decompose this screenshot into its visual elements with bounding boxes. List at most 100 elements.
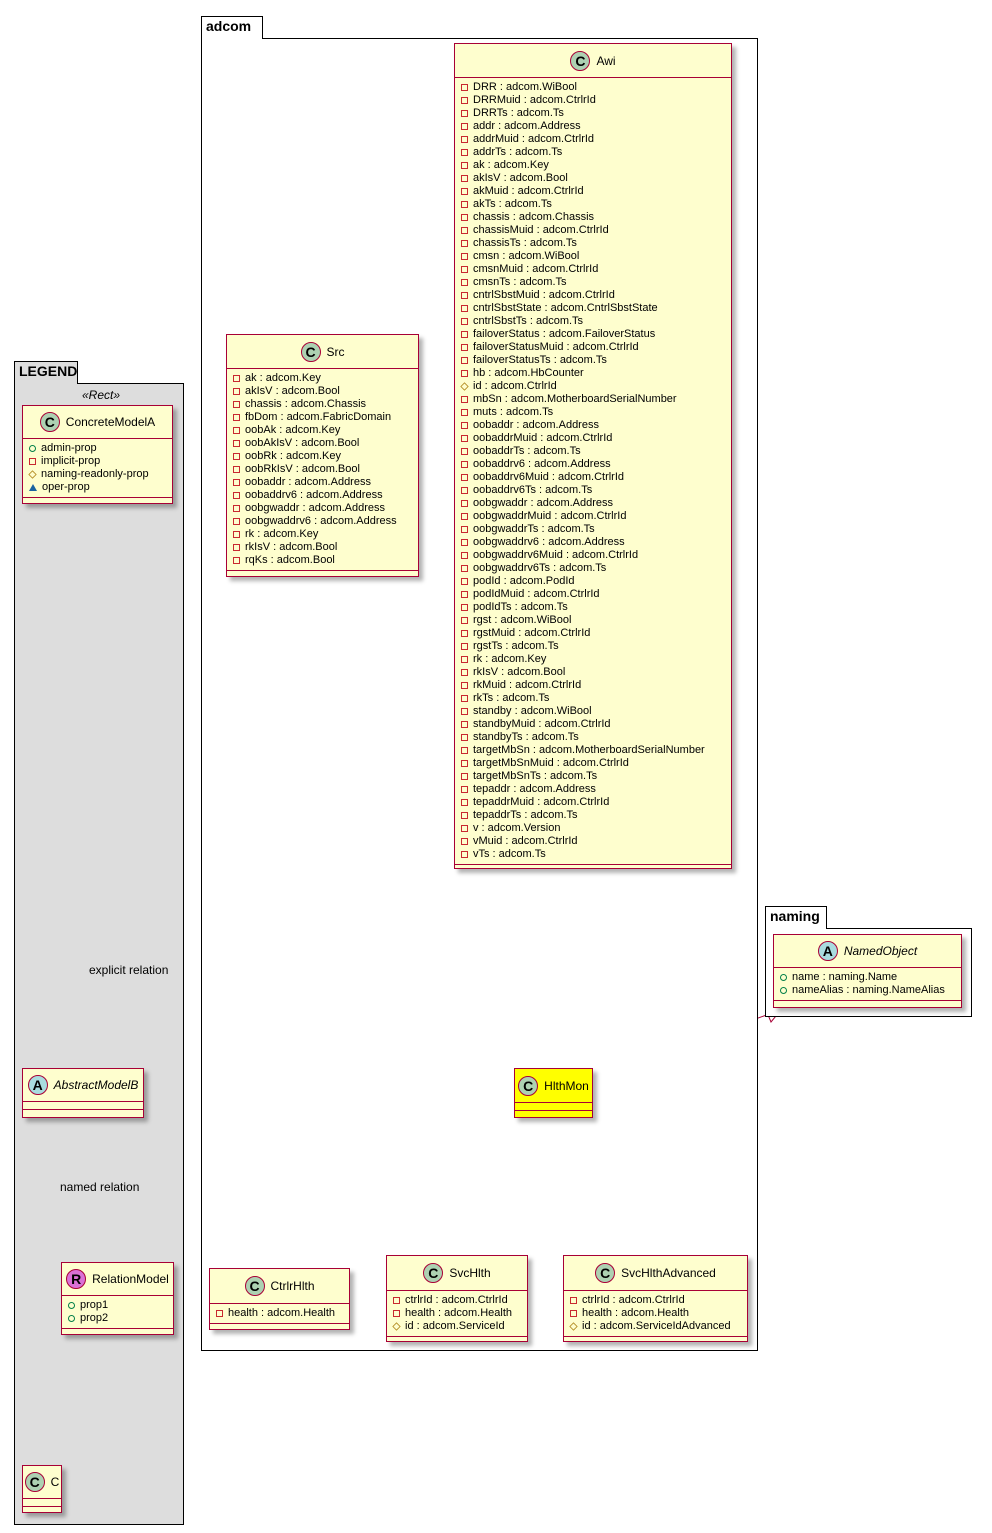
attribute-row: standbyMuid : adcom.CtrlrId: [461, 718, 727, 731]
private-visibility-icon: [461, 734, 468, 741]
private-visibility-icon: [233, 414, 240, 421]
attribute-text: tepaddrTs : adcom.Ts: [473, 809, 578, 821]
attribute-row: oobAkIsV : adcom.Bool: [233, 437, 414, 450]
attribute-row: v : adcom.Version: [461, 822, 727, 835]
attribute-row: oobgwaddrv6 : adcom.Address: [461, 536, 727, 549]
attribute-row: rk : adcom.Key: [461, 653, 727, 666]
attribute-row: podIdMuid : adcom.CtrlrId: [461, 588, 727, 601]
protected-visibility-icon: [28, 470, 37, 479]
attribute-text: rk : adcom.Key: [245, 528, 319, 540]
attribute-text: v : adcom.Version: [473, 822, 561, 834]
attribute-row: akTs : adcom.Ts: [461, 198, 727, 211]
class-kind-C-icon: C: [570, 50, 591, 71]
private-visibility-icon: [461, 461, 468, 468]
attribute-text: ak : adcom.Key: [245, 372, 321, 384]
attribute-list: [515, 1103, 592, 1111]
class-name: C: [50, 1475, 60, 1489]
attribute-row: failoverStatus : adcom.FailoverStatus: [461, 328, 727, 341]
private-visibility-icon: [233, 492, 240, 499]
attribute-text: id : adcom.ServiceId: [405, 1320, 505, 1332]
attribute-text: vMuid : adcom.CtrlrId: [473, 835, 578, 847]
class-kind-C-icon: C: [244, 1276, 265, 1296]
attribute-text: DRRMuid : adcom.CtrlrId: [473, 94, 596, 106]
attribute-text: vTs : adcom.Ts: [473, 848, 546, 860]
private-visibility-icon: [570, 1310, 577, 1317]
attribute-row: oobaddrv6Muid : adcom.CtrlrId: [461, 471, 727, 484]
attribute-text: cmsnTs : adcom.Ts: [473, 276, 567, 288]
class-kind-C-icon: C: [423, 1263, 444, 1283]
attribute-row: oobgwaddrTs : adcom.Ts: [461, 523, 727, 536]
attribute-row: cntrlSbstTs : adcom.Ts: [461, 315, 727, 328]
class-name: SvcHlthAdvanced: [621, 1266, 716, 1280]
package-tab: adcom: [201, 16, 263, 39]
attribute-text: fbDom : adcom.FabricDomain: [245, 411, 392, 423]
attribute-row: vTs : adcom.Ts: [461, 848, 727, 861]
attribute-row: podId : adcom.PodId: [461, 575, 727, 588]
private-visibility-icon: [461, 799, 468, 806]
private-visibility-icon: [461, 591, 468, 598]
attribute-text: health : adcom.Health: [228, 1307, 336, 1319]
private-visibility-icon: [461, 201, 468, 208]
class-kind-C-icon: C: [595, 1263, 616, 1283]
attribute-row: rkIsV : adcom.Bool: [461, 666, 727, 679]
package-visibility-icon: [29, 484, 37, 491]
private-visibility-icon: [233, 375, 240, 382]
attribute-text: oper-prop: [42, 481, 90, 493]
private-visibility-icon: [461, 149, 468, 156]
attribute-row: oobaddrMuid : adcom.CtrlrId: [461, 432, 727, 445]
private-visibility-icon: [233, 518, 240, 525]
attribute-row: standbyTs : adcom.Ts: [461, 731, 727, 744]
attribute-row: oobgwaddr : adcom.Address: [233, 502, 414, 515]
private-visibility-icon: [461, 448, 468, 455]
attribute-text: cntrlSbstMuid : adcom.CtrlrId: [473, 289, 615, 301]
attribute-text: oobaddrv6 : adcom.Address: [245, 489, 383, 501]
attribute-text: oobgwaddrv6Muid : adcom.CtrlrId: [473, 549, 639, 561]
private-visibility-icon: [461, 786, 468, 793]
class-name: Src: [326, 344, 345, 359]
attribute-row: ak : adcom.Key: [461, 159, 727, 172]
private-visibility-icon: [461, 292, 468, 299]
attribute-text: chassisMuid : adcom.CtrlrId: [473, 224, 609, 236]
attribute-row: prop1: [68, 1299, 169, 1312]
attribute-row: vMuid : adcom.CtrlrId: [461, 835, 727, 848]
attribute-text: prop2: [80, 1312, 109, 1324]
attribute-row: rkTs : adcom.Ts: [461, 692, 727, 705]
attribute-text: oobgwaddr : adcom.Address: [473, 497, 614, 509]
attribute-row: tepaddr : adcom.Address: [461, 783, 727, 796]
attribute-row: targetMbSnMuid : adcom.CtrlrId: [461, 757, 727, 770]
private-visibility-icon: [233, 388, 240, 395]
attribute-text: chassis : adcom.Chassis: [473, 211, 595, 223]
attribute-text: oobaddr : adcom.Address: [473, 419, 599, 431]
class-name: RelationModel: [92, 1272, 169, 1286]
attribute-row: muts : adcom.Ts: [461, 406, 727, 419]
private-visibility-icon: [461, 578, 468, 585]
public-visibility-icon: [780, 987, 787, 994]
attribute-row: standby : adcom.WiBool: [461, 705, 727, 718]
attribute-row: oobgwaddrMuid : adcom.CtrlrId: [461, 510, 727, 523]
attribute-text: oobAk : adcom.Key: [245, 424, 341, 436]
attribute-row: DRR : adcom.WiBool: [461, 81, 727, 94]
private-visibility-icon: [570, 1297, 577, 1304]
attribute-text: oobgwaddrTs : adcom.Ts: [473, 523, 595, 535]
class-name: SvcHlth: [449, 1266, 491, 1280]
private-visibility-icon: [461, 695, 468, 702]
attribute-row: akIsV : adcom.Bool: [233, 385, 414, 398]
attribute-row: health : adcom.Health: [216, 1307, 345, 1320]
attribute-row: ctrlrId : adcom.CtrlrId: [570, 1294, 743, 1307]
attribute-row: addrTs : adcom.Ts: [461, 146, 727, 159]
attribute-text: id : adcom.CtrlrId: [473, 380, 557, 392]
private-visibility-icon: [461, 773, 468, 780]
